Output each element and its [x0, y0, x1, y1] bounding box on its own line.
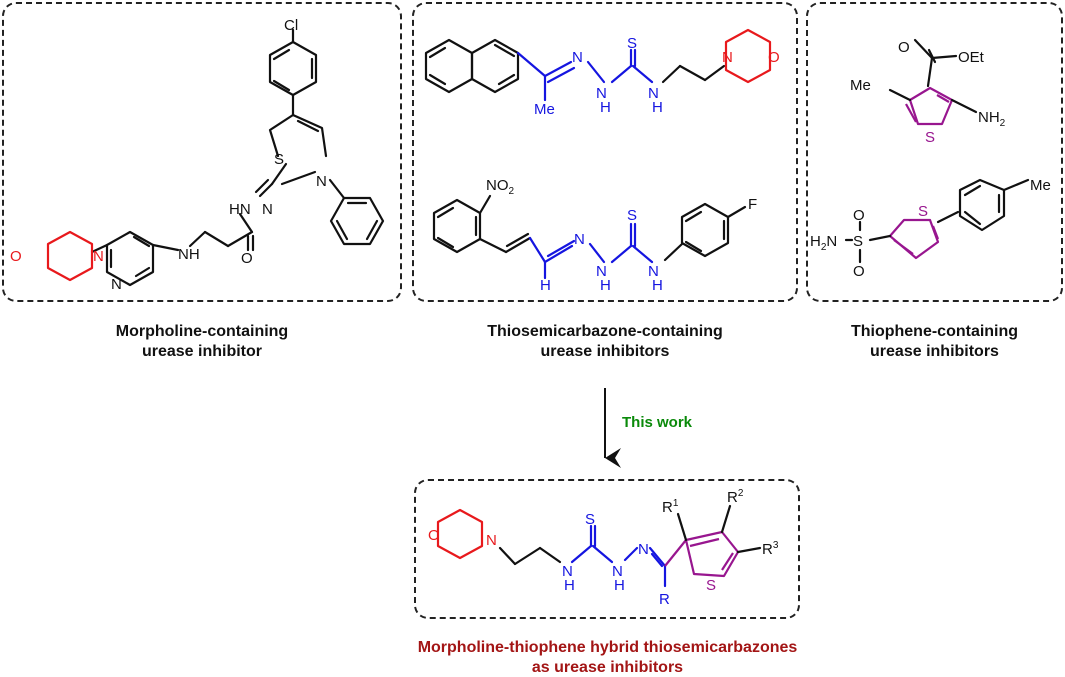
aminothiophene-ester-structure — [888, 38, 978, 126]
atom-morpholine-n: N — [722, 49, 733, 66]
naphthyl-thiosemicarbazone-atoms: Me N N H S N H O N — [534, 35, 780, 118]
thiophene-inhibitors-panel — [806, 2, 1063, 302]
atom-morpholine-o: O — [10, 248, 22, 265]
morpholine-caption: Morpholine-containing urease inhibitor — [2, 322, 402, 362]
atom-nitro: NO2 — [486, 177, 515, 197]
atom-morpholine-o: O — [768, 49, 780, 66]
atom-hydrazine-h: H — [614, 577, 625, 594]
atom-amide-n: N — [648, 85, 659, 102]
atom-thiophene-s: S — [706, 577, 716, 594]
atom-sulfonyl-o-bottom: O — [853, 263, 865, 280]
atom-thiophene-s: S — [918, 203, 928, 220]
target-hybrid-structure — [436, 504, 762, 588]
atom-sulfonyl-s: S — [853, 233, 863, 250]
naphthyl-thiosemicarbazone-structure — [424, 28, 772, 102]
target-compound-panel — [414, 479, 800, 619]
target-caption-line1: Morpholine-thiophene hybrid thiosemicarb… — [417, 639, 798, 656]
atom-imine-n: N — [574, 231, 585, 248]
morpholine-caption-line2: urease inhibitor — [141, 343, 263, 360]
this-work-label: This work — [622, 414, 693, 431]
atom-r-group: R — [659, 591, 670, 608]
atom-chlorine: Cl — [284, 17, 298, 34]
atom-hydrazine-n: N — [596, 85, 607, 102]
atom-amine: NH2 — [978, 109, 1006, 129]
atom-thione-s: S — [627, 35, 637, 52]
atom-sulfonamide: H2N — [810, 233, 837, 253]
thiophene-caption-line2: urease inhibitors — [870, 343, 999, 360]
atom-r1: R1 — [662, 498, 679, 516]
atom-morpholine-n: N — [486, 532, 497, 549]
atom-imine-n: N — [572, 49, 583, 66]
thiophene-caption-line1: Thiophene-containing — [850, 323, 1019, 340]
atom-r2: R2 — [727, 488, 744, 506]
atom-thiophene-s: S — [925, 129, 935, 146]
thiophene-sulfonamide-structure — [844, 178, 1030, 264]
atom-thiazole-sulfur: S — [274, 151, 284, 168]
morpholine-inhibitor-panel — [2, 2, 402, 302]
atom-ethoxy: OEt — [958, 49, 985, 66]
atom-amide-h: H — [652, 277, 663, 294]
atom-carbonyl-o: O — [241, 250, 253, 267]
atom-hydrazine-n: N — [596, 263, 607, 280]
morpholine-inhibitor-atoms: Cl S N HN N O NH N O N — [10, 17, 327, 293]
thiosemicarbazone-caption-line1: Thiosemicarbazone-containing — [487, 323, 723, 340]
atom-vinyl-h: H — [540, 277, 551, 294]
morpholine-inhibitor-structure — [46, 28, 385, 287]
atom-hydrazine-h: H — [600, 99, 611, 116]
atom-morpholine-o: O — [428, 527, 440, 544]
nitrostyryl-thiosemicarbazone-structure — [432, 194, 747, 280]
thiosemicarbazone-caption: Thiosemicarbazone-containing urease inhi… — [412, 322, 798, 362]
atom-sulfonyl-o-top: O — [853, 207, 865, 224]
atom-pyridine-n: N — [111, 276, 122, 293]
aminothiophene-ester-atoms: O OEt Me NH2 S — [850, 39, 1006, 146]
atom-thione-s: S — [585, 511, 595, 528]
atom-methyl: Me — [850, 77, 871, 94]
thiosemicarbazone-caption-line2: urease inhibitors — [540, 343, 670, 360]
atom-hydrazine-n: N — [612, 563, 623, 580]
atom-morpholine-n: N — [93, 248, 104, 265]
atom-r3: R3 — [762, 540, 779, 558]
target-caption-line2: as urease inhibitors — [531, 659, 684, 676]
thiophene-caption: Thiophene-containing urease inhibitors — [806, 322, 1063, 362]
atom-carbonyl-o: O — [898, 39, 910, 56]
target-caption: Morpholine-thiophene hybrid thiosemicarb… — [300, 638, 915, 677]
atom-amide-h: H — [652, 99, 663, 116]
atom-hydrazine-h: H — [600, 277, 611, 294]
morpholine-caption-line1: Morpholine-containing — [115, 323, 289, 340]
atom-amine-nh: NH — [178, 246, 200, 263]
atom-thiazole-nitrogen: N — [316, 173, 327, 190]
atom-hydrazone-n: N — [262, 201, 273, 218]
atom-amide-h: H — [564, 577, 575, 594]
atom-amide-n: N — [562, 563, 573, 580]
atom-methyl: Me — [534, 101, 555, 118]
atom-fluorine: F — [748, 196, 757, 213]
atom-thione-s: S — [627, 207, 637, 224]
atom-methyl: Me — [1030, 177, 1051, 194]
atom-amide-n: N — [648, 263, 659, 280]
thiosemicarbazone-inhibitors-panel — [412, 2, 798, 302]
atom-imine-n: N — [638, 541, 649, 558]
nitrostyryl-thiosemicarbazone-atoms: NO2 H N N H S N H F — [486, 177, 757, 294]
thiophene-sulfonamide-atoms: S Me S O O H2N — [810, 177, 1051, 280]
atom-hydrazide-hn: HN — [229, 201, 251, 218]
target-hybrid-atoms: O N S N H N H N R S R1 R2 R3 — [428, 488, 779, 608]
